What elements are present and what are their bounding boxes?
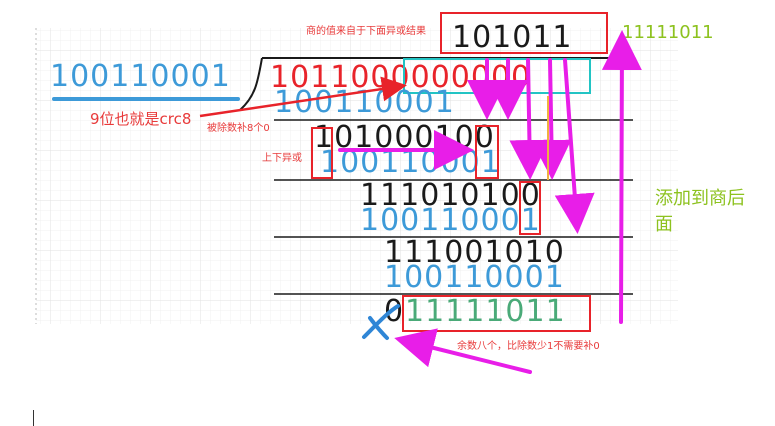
remainder-lead-zero: 0	[384, 294, 404, 329]
quotient-note: 商的值来自于下面异或结果	[306, 24, 426, 37]
step3-value: 111010100	[360, 178, 541, 213]
quotient: 101011	[452, 20, 573, 55]
step4-value: 111001010	[384, 235, 565, 270]
remainder-note: 余数八个，比除数少1不需要补0	[457, 339, 600, 352]
arrow-down-4	[531, 58, 572, 180]
arrow-down-3	[509, 58, 550, 180]
add-to-quotient-note-line1: 添加到商后	[655, 188, 745, 209]
divisor: 100110001	[50, 59, 231, 94]
arrow-to-cross	[394, 328, 532, 374]
xor-left-box	[311, 127, 333, 179]
step1-subtrahend: 100110001	[274, 85, 455, 120]
remainder-box	[402, 295, 591, 332]
step4-subtrahend: 100110001	[384, 260, 565, 295]
nine-bits-note: 9位也就是crc8	[90, 110, 191, 128]
arrow-up-quotient	[601, 30, 642, 324]
pad-zeros-note: 被除数补8个0	[207, 121, 270, 134]
cross-out-mark	[362, 304, 400, 340]
magenta-arrows	[338, 30, 642, 374]
add-to-quotient-note-line2: 面	[655, 214, 673, 235]
nine-bits-arrow	[199, 76, 407, 118]
division-bracket	[239, 57, 263, 111]
side-result: 11111011	[622, 22, 714, 43]
xor-step3-box	[519, 181, 541, 235]
step3-subtrahend: 100110001	[360, 203, 541, 238]
xor-note: 上下异或	[262, 152, 302, 164]
remainder: 11111011	[405, 294, 566, 329]
xor-right-box	[475, 125, 499, 179]
text-cursor	[33, 410, 34, 426]
arrow-down-5	[554, 58, 595, 234]
